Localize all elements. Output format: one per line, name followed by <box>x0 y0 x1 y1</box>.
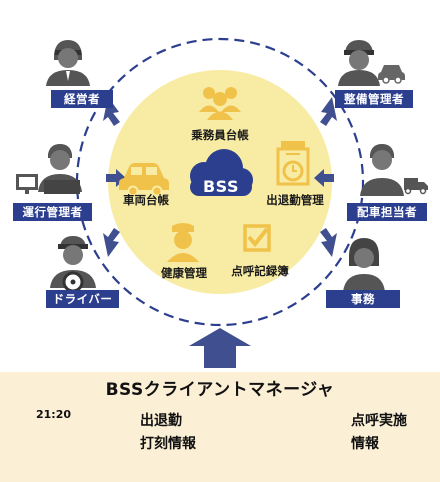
office-person-icon <box>343 238 385 292</box>
role-label-maintenance: 整備管理者 <box>335 90 413 108</box>
checkbox-icon <box>243 224 271 252</box>
mechanic-person-icon <box>338 40 380 86</box>
left-text-block: 出退勤 打刻情報 <box>140 410 196 456</box>
label-attendance: 出退勤管理 <box>266 193 324 207</box>
left-text-line2: 打刻情報 <box>140 436 196 452</box>
crew-icon <box>199 87 241 120</box>
arrow-bottom-left <box>103 228 120 257</box>
upload-arrow <box>189 328 251 368</box>
label-rollcall-book: 点呼記録簿 <box>231 264 289 278</box>
label-crew-ledger: 乗務員台帳 <box>191 128 249 142</box>
role-label-operations: 運行管理者 <box>13 203 92 221</box>
role-label-dispatch: 配車担当者 <box>347 203 427 221</box>
driver-person-icon <box>50 236 96 288</box>
label-vehicle-ledger: 車両台帳 <box>123 193 169 207</box>
arrow-top-right <box>320 97 337 126</box>
truck-icon <box>404 178 428 195</box>
tablet-time: 21:20 <box>36 408 72 421</box>
arrow-bottom-right <box>320 228 337 257</box>
arrow-mid-right <box>314 169 334 187</box>
timecard-icon <box>276 141 310 186</box>
cloud-label: BSS <box>202 177 240 196</box>
right-text-block: 点呼実施 情報 <box>351 410 407 456</box>
right-text-line2: 情報 <box>351 436 379 452</box>
car-icon <box>119 163 169 197</box>
small-car-icon <box>378 65 405 84</box>
role-label-office: 事務 <box>326 290 400 308</box>
cloud-icon <box>190 149 253 196</box>
dispatch-person-icon <box>360 144 404 196</box>
manager-band <box>0 372 440 482</box>
steering-wheel-icon <box>62 271 84 293</box>
monitor-icon <box>16 174 38 194</box>
laptop-icon <box>44 180 80 194</box>
inward-arrows <box>103 97 337 257</box>
right-text-line1: 点呼実施 <box>351 413 407 429</box>
manager-title: BSSクライアントマネージャ <box>105 380 335 400</box>
left-text-line1: 出退勤 <box>140 413 182 429</box>
nurse-icon <box>167 223 199 262</box>
role-label-driver: ドライバー <box>46 290 119 308</box>
label-health: 健康管理 <box>161 266 207 280</box>
manager-person-icon <box>46 40 90 86</box>
role-label-management: 経営者 <box>51 90 113 108</box>
